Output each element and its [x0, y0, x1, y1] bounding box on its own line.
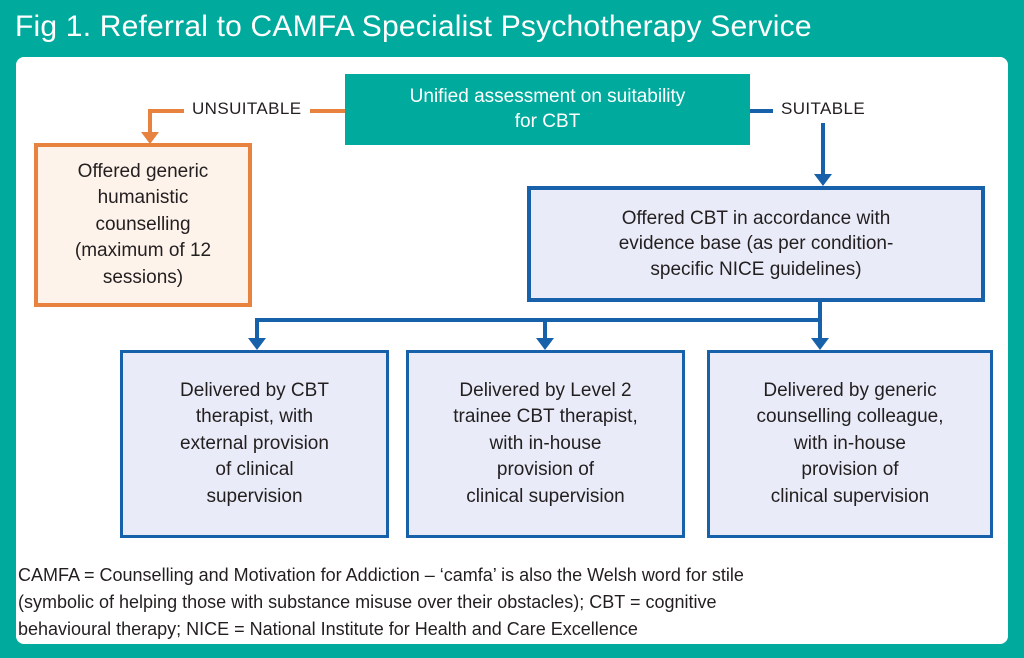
- flowchart-canvas: Unified assessment on suitability for CB…: [16, 57, 1008, 644]
- tree-drop-middle: [543, 318, 547, 338]
- tree-arrowhead-left-icon: [248, 338, 266, 350]
- suitable-label: SUITABLE: [773, 97, 874, 121]
- unsuitable-connector-vertical: [148, 109, 152, 132]
- tree-drop-right: [818, 318, 822, 338]
- figure-title: Fig 1. Referral to CAMFA Specialist Psyc…: [15, 10, 812, 43]
- delivery-node-counselling-colleague: Delivered by generic counselling colleag…: [707, 350, 993, 538]
- tree-drop-left: [255, 318, 259, 338]
- tree-arrowhead-middle-icon: [536, 338, 554, 350]
- tree-stem-vertical: [818, 302, 822, 322]
- unsuitable-label: UNSUITABLE: [184, 97, 310, 121]
- cbt-node: Offered CBT in accordance with evidence …: [527, 186, 985, 302]
- delivery-node-trainee-therapist: Delivered by Level 2 trainee CBT therapi…: [406, 350, 685, 538]
- suitable-arrowhead-icon: [814, 174, 832, 186]
- delivery-node-cbt-therapist: Delivered by CBT therapist, with externa…: [120, 350, 389, 538]
- assessment-node: Unified assessment on suitability for CB…: [345, 74, 750, 145]
- tree-rail-horizontal: [255, 318, 822, 322]
- tree-arrowhead-right-icon: [811, 338, 829, 350]
- abbreviations-footnote: CAMFA = Counselling and Motivation for A…: [18, 565, 744, 639]
- unsuitable-arrowhead-icon: [141, 132, 159, 144]
- suitable-connector-vertical: [821, 123, 825, 174]
- counselling-node: Offered generic humanistic counselling (…: [34, 143, 252, 307]
